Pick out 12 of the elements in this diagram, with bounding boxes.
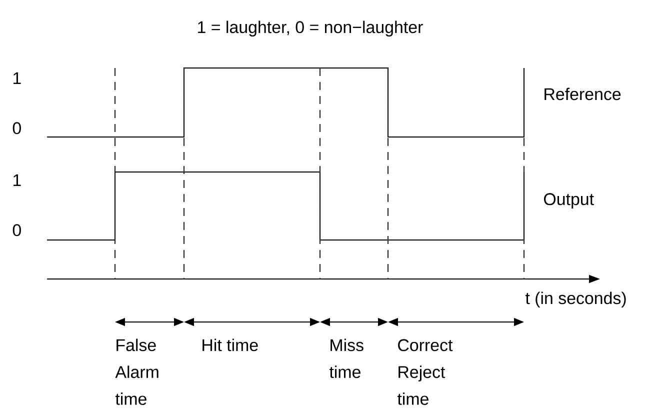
axis-value: 1 xyxy=(14,72,21,84)
interval-label: Hit time xyxy=(202,338,258,352)
axis-value: 0 xyxy=(12,224,21,236)
interval-label: False Alarm time xyxy=(115,338,158,405)
title: 1 = laughter, 0 = non−laughter xyxy=(198,20,423,37)
axis-label: t (in seconds) xyxy=(525,292,626,308)
interval-label: Correct Reject time xyxy=(397,339,453,405)
interval-label: Miss time xyxy=(329,338,364,378)
axis-value: 0 xyxy=(12,122,21,134)
axis-value: 1 xyxy=(14,174,21,186)
signal-name: Reference xyxy=(544,88,621,100)
signal-name: Output xyxy=(544,193,594,209)
